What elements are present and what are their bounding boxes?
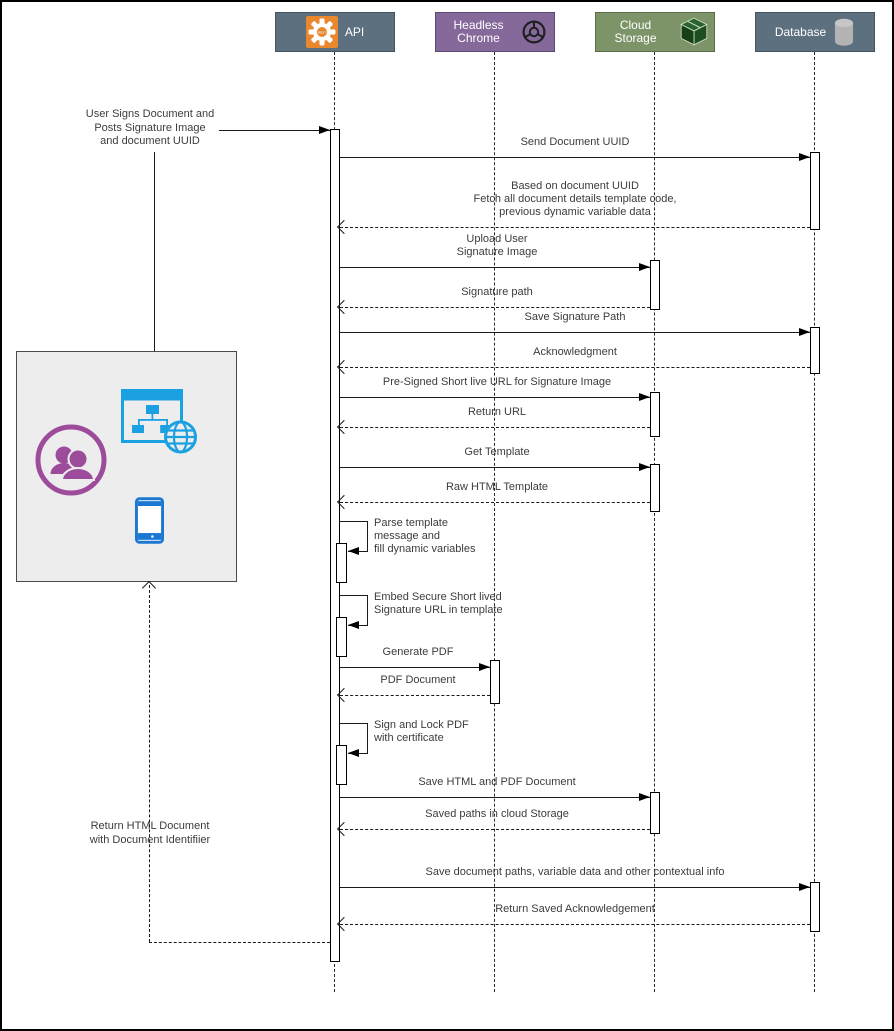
message-label: PDF Document [380, 674, 456, 686]
users-icon [35, 424, 107, 501]
web-app-icon [121, 389, 199, 464]
arrowhead-icon [799, 883, 810, 891]
arrowhead-icon [799, 328, 810, 336]
actor-box-database: Database [755, 12, 875, 52]
activation-bar [810, 327, 820, 374]
user-box-connector-line [154, 152, 155, 351]
actor-label-cloud-storage: Cloud Storage [614, 18, 657, 45]
self-call-line [367, 521, 368, 551]
message-label: Generate PDF [382, 646, 454, 658]
activation-bar [810, 882, 820, 932]
activation-bar [650, 464, 660, 512]
activation-bar [490, 660, 500, 704]
storage-box-icon [678, 16, 710, 48]
user-request-label: User Signs Document and Posts Signature … [85, 108, 215, 147]
actor-label-api: API [344, 24, 365, 39]
self-call-line [340, 723, 368, 724]
message-label: Raw HTML Template [445, 481, 549, 493]
user-request-line [219, 130, 330, 131]
chrome-icon [521, 19, 547, 45]
message-line [340, 227, 810, 228]
activation-bar [650, 260, 660, 310]
message-label: Return Saved Acknowledgement [495, 903, 655, 915]
rest-api-icon: REST [305, 16, 338, 48]
message-line [340, 502, 650, 503]
message-line [340, 367, 810, 368]
message-line [340, 797, 650, 798]
mobile-phone-icon [135, 497, 164, 549]
lifeline-database [814, 52, 815, 992]
actor-box-api: REST API [275, 12, 395, 52]
self-call-label: Embed Secure Short lived Signature URL i… [374, 591, 503, 616]
activation-bar [650, 792, 660, 834]
message-label: Save Signature Path [524, 311, 626, 323]
activation-bar [810, 152, 820, 230]
message-label: Get Template [464, 446, 530, 458]
message-line [340, 332, 810, 333]
svg-text:REST: REST [318, 30, 326, 34]
self-call-line [367, 595, 368, 625]
arrowhead-icon [348, 749, 359, 757]
message-line [340, 887, 810, 888]
lifeline-cloud-storage [654, 52, 655, 992]
return-line [149, 585, 150, 942]
actor-label-database: Database [774, 24, 827, 39]
actor-box-cloud-storage: Cloud Storage [595, 12, 715, 52]
message-line [340, 427, 650, 428]
return-document-label: Return HTML Document with Document Ident… [89, 820, 211, 846]
message-label: Save HTML and PDF Document [418, 776, 576, 788]
message-line [340, 695, 490, 696]
message-line [340, 667, 490, 668]
self-call-line [340, 521, 368, 522]
message-line [340, 397, 650, 398]
actor-box-headless-chrome: Headless Chrome [435, 12, 555, 52]
message-line [340, 307, 650, 308]
self-call-line [367, 723, 368, 753]
activation-bar [650, 392, 660, 437]
message-label: Send Document UUID [520, 136, 630, 148]
message-label: Return URL [467, 406, 527, 418]
message-line [340, 157, 810, 158]
message-label: Upload User Signature Image [456, 233, 538, 258]
arrowhead-icon [319, 126, 330, 134]
arrowhead-icon [799, 153, 810, 161]
message-label: Based on document UUID Fetch all documen… [473, 180, 677, 218]
message-line [340, 924, 810, 925]
database-icon [833, 17, 855, 47]
activation-bar [336, 543, 347, 583]
message-line [340, 829, 650, 830]
self-call-label: Sign and Lock PDF with certificate [374, 719, 469, 744]
arrowhead-icon [639, 793, 650, 801]
arrowhead-icon [639, 393, 650, 401]
message-label: Acknowledgment [533, 346, 617, 358]
message-label: Saved paths in cloud Storage [425, 808, 569, 820]
arrowhead-icon [479, 663, 490, 671]
self-call-label: Parse template message and fill dynamic … [374, 517, 476, 555]
actor-label-headless-chrome: Headless Chrome [453, 18, 504, 45]
lifeline-headless-chrome [494, 52, 495, 992]
return-line [149, 942, 330, 943]
activation-bar [336, 745, 347, 785]
arrowhead-icon [639, 463, 650, 471]
message-label: Save document paths, variable data and o… [425, 866, 725, 878]
message-label: Signature path [461, 286, 533, 298]
arrowhead-icon [348, 621, 359, 629]
message-line [340, 467, 650, 468]
activation-bar [336, 617, 347, 657]
arrowhead-icon [141, 580, 157, 596]
arrowhead-icon [639, 263, 650, 271]
self-call-line [340, 595, 368, 596]
message-line [340, 267, 650, 268]
arrowhead-icon [348, 547, 359, 555]
message-label: Pre-Signed Short live URL for Signature … [382, 376, 612, 388]
